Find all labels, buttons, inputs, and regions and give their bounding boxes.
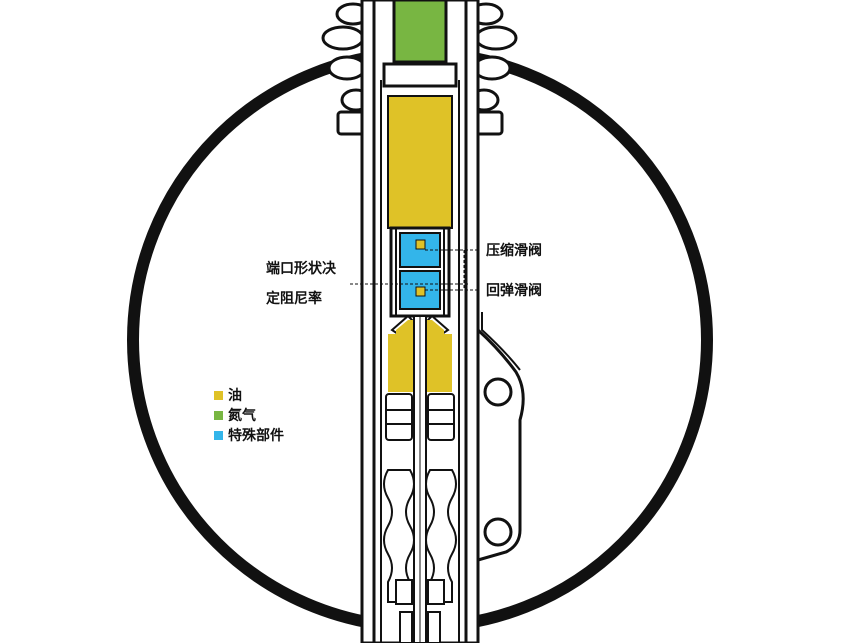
nitrogen-chamber [392,0,448,64]
compression-valve [399,232,441,268]
mount-hole-upper [483,377,513,407]
legend-label-special: 特殊部件 [228,427,284,444]
legend-swatch-oil [214,391,223,400]
leader-lines [350,249,480,291]
legend: 油 氮气 特殊部件 [214,387,284,444]
floating-piston [382,62,458,88]
rebound-valve-label: 回弹滑阀 [486,282,542,299]
legend-swatch-special [214,431,223,440]
port-damping-label-line2: 定阻尼率 [266,290,322,307]
rebound-port [415,286,426,297]
legend-label-nitrogen: 氮气 [227,407,256,424]
legend-swatch-nitrogen [214,411,223,420]
compression-valve-label: 压缩滑阀 [486,242,542,259]
port-damping-label-line1: 端口形状决 [266,260,337,277]
compression-port [415,239,426,250]
oil-chamber-upper [387,95,453,229]
rod-guide [385,393,455,441]
legend-label-oil: 油 [228,387,242,404]
mounting-bracket [476,318,525,562]
mount-hole-lower [483,517,513,547]
